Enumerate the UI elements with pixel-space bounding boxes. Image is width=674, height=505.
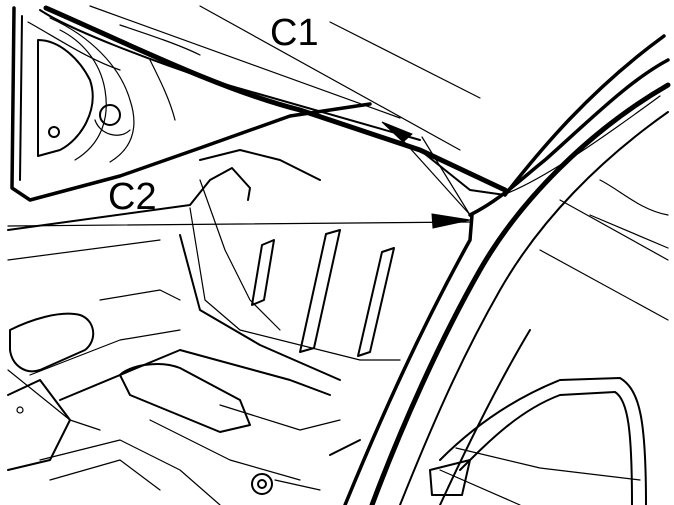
leader-c1 bbox=[381, 121, 473, 218]
callout-c2-label: C2 bbox=[108, 176, 157, 218]
b-pillar bbox=[343, 34, 671, 505]
roof-rail bbox=[43, 5, 508, 196]
callout-c1-label: C1 bbox=[270, 12, 319, 54]
lower-fittings bbox=[251, 439, 471, 496]
door-aperture bbox=[439, 179, 669, 505]
leader-c2 bbox=[7, 213, 471, 229]
floor-pan bbox=[7, 149, 401, 505]
panel-slots bbox=[199, 179, 395, 357]
quarter-panel bbox=[10, 6, 421, 202]
